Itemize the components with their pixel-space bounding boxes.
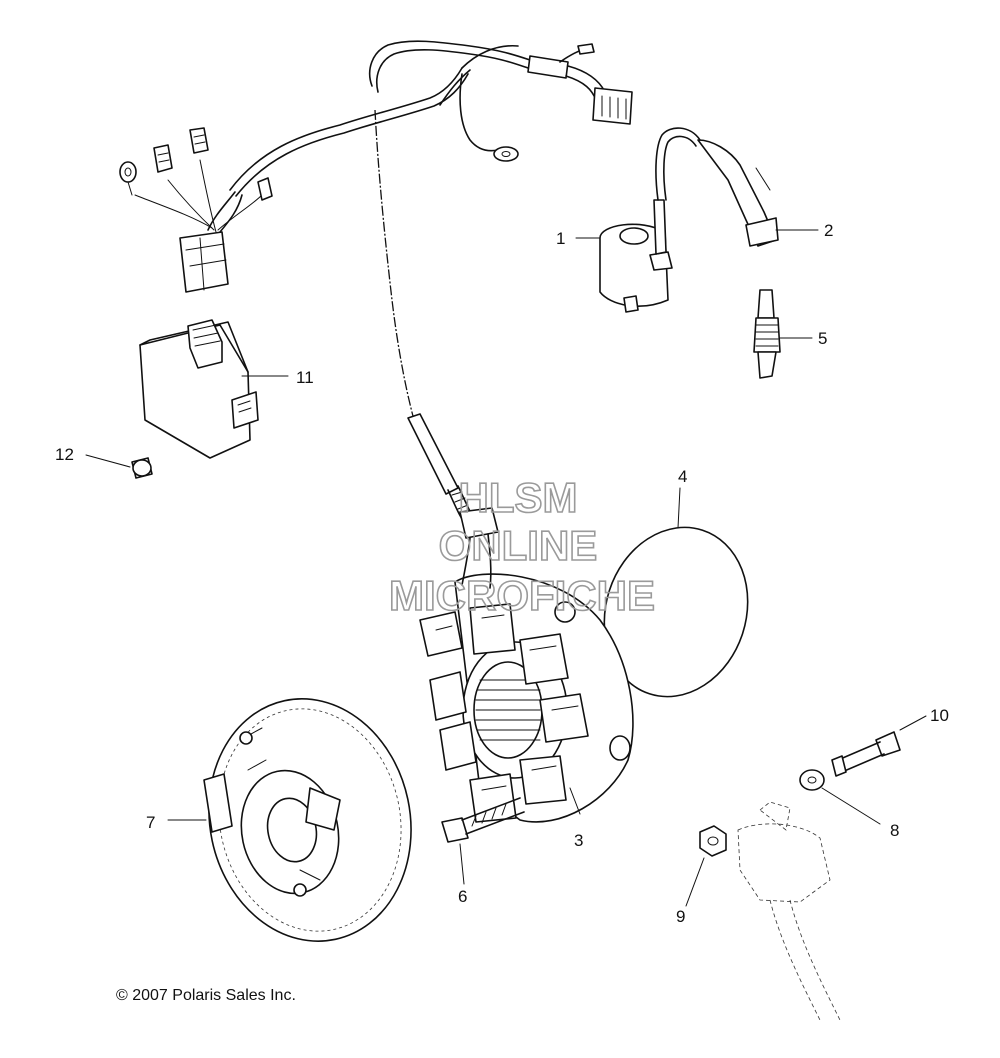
screw-part-12	[131, 457, 153, 479]
copyright-notice: © 2007 Polaris Sales Inc.	[116, 987, 296, 1004]
spark-plug-cap	[655, 127, 779, 247]
callout-4: 4	[678, 467, 687, 486]
cdi-module	[139, 319, 259, 459]
callout-7: 7	[146, 813, 155, 832]
wiring-harness	[119, 40, 633, 529]
watermark-line-3: MICROFICHE	[389, 572, 655, 619]
callout-12: 12	[55, 445, 74, 464]
watermark: HLSM ONLINE MICROFICHE	[388, 473, 656, 620]
nut-part-9	[699, 825, 727, 857]
callout-1: 1	[556, 229, 565, 248]
callout-11: 11	[296, 368, 314, 387]
washer-part-8	[799, 769, 825, 791]
bolt-part-10	[831, 731, 901, 777]
callout-2: 2	[824, 221, 833, 240]
bolt-part-6	[441, 797, 525, 843]
flywheel	[203, 698, 412, 942]
leader-lines	[85, 229, 927, 907]
callout-6: 6	[458, 887, 467, 906]
ignition-coil	[599, 199, 673, 313]
callout-9: 9	[676, 907, 685, 926]
stator	[419, 507, 634, 823]
callout-labels: 1 2 3 4 5 6 7 8 9 10 11 12	[55, 221, 949, 926]
callout-5: 5	[818, 329, 827, 348]
gasket	[603, 526, 749, 698]
watermark-line-2: ONLINE	[439, 522, 598, 569]
spark-plug	[753, 289, 781, 379]
callout-8: 8	[890, 821, 899, 840]
callout-3: 3	[574, 831, 583, 850]
watermark-line-1: HLSM	[459, 474, 578, 521]
engine-mount-ghost	[737, 801, 841, 1021]
callout-10: 10	[930, 706, 949, 725]
